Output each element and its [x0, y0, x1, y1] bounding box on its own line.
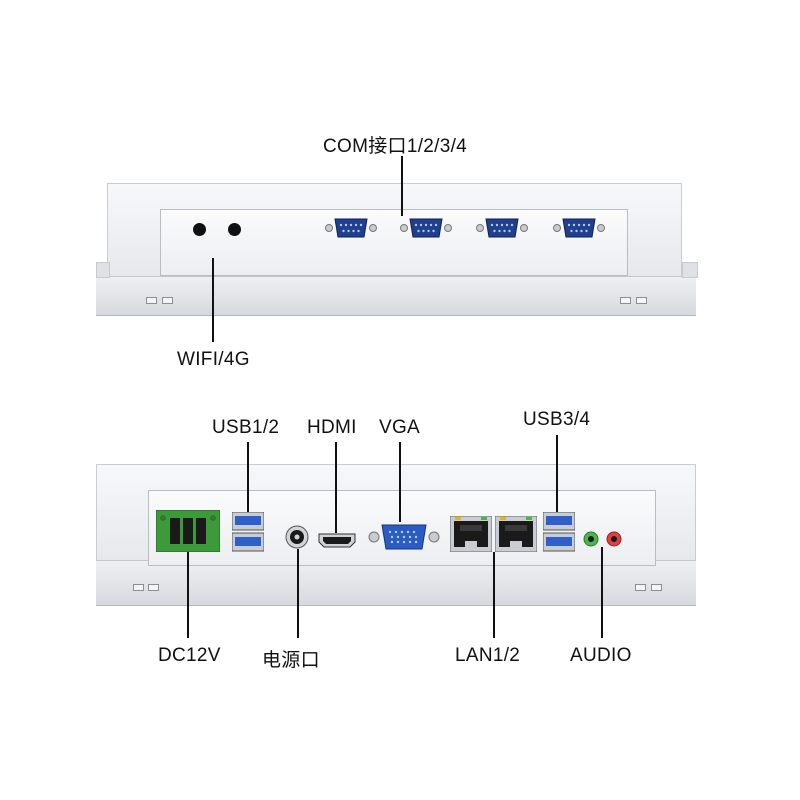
lan-label: LAN1/2: [455, 645, 521, 666]
usb-port-icon: [543, 512, 575, 552]
top-panel-rail: [96, 276, 696, 316]
terminal-block-icon: [156, 510, 220, 552]
audio-label: AUDIO: [570, 645, 632, 666]
dc12v-label: DC12V: [158, 645, 221, 666]
rail-slot: [148, 584, 159, 591]
lan-leader-line: [493, 552, 495, 638]
antenna-hole-icon: [193, 223, 206, 236]
power-label: 电源口: [262, 650, 320, 671]
antenna-hole-icon: [228, 223, 241, 236]
usb34-leader-line: [556, 435, 558, 512]
db9-serial-icon: [476, 218, 528, 238]
rail-slot: [636, 297, 647, 304]
top-panel-edge-left: [96, 262, 110, 278]
vga-leader-line: [399, 442, 401, 522]
wifi-label: WIFI/4G: [177, 349, 250, 370]
rail-slot: [133, 584, 144, 591]
rail-slot: [162, 297, 173, 304]
audio-leader-line: [601, 547, 603, 638]
rail-slot: [635, 584, 646, 591]
audio-jack-icon: [606, 531, 622, 547]
vga-label: VGA: [379, 417, 421, 438]
rail-slot: [620, 297, 631, 304]
top-port-plate: [160, 209, 628, 276]
bottom-panel: USB1/2 HDMI VGA USB3/4 DC12V 电源口 LAN1/2 …: [0, 380, 800, 800]
usb12-leader-line: [247, 442, 249, 512]
db9-serial-icon: [325, 218, 377, 238]
hdmi-label: HDMI: [307, 417, 357, 438]
top-panel: COM接口1/2/3/4 WIFI/4G: [0, 0, 800, 380]
db9-serial-icon: [553, 218, 605, 238]
dc-jack-icon: [285, 525, 309, 549]
vga-port-icon: [368, 524, 440, 550]
power-leader-line: [297, 549, 299, 638]
bottom-panel-rail: [96, 560, 696, 606]
top-panel-edge-right: [682, 262, 698, 278]
audio-jack-icon: [583, 531, 599, 547]
dc12v-leader-line: [187, 552, 189, 638]
wifi-leader-line: [212, 258, 214, 342]
hdmi-leader-line: [335, 442, 337, 533]
hdmi-port-icon: [318, 533, 356, 548]
rj45-port-icon: [450, 516, 492, 552]
usb12-label: USB1/2: [212, 417, 280, 438]
usb-port-icon: [232, 512, 264, 552]
db9-serial-icon: [400, 218, 452, 238]
rail-slot: [651, 584, 662, 591]
rj45-port-icon: [495, 516, 537, 552]
com-leader-line: [401, 156, 403, 216]
com-label: COM接口1/2/3/4: [323, 136, 468, 157]
rail-slot: [146, 297, 157, 304]
usb34-label: USB3/4: [523, 409, 591, 430]
